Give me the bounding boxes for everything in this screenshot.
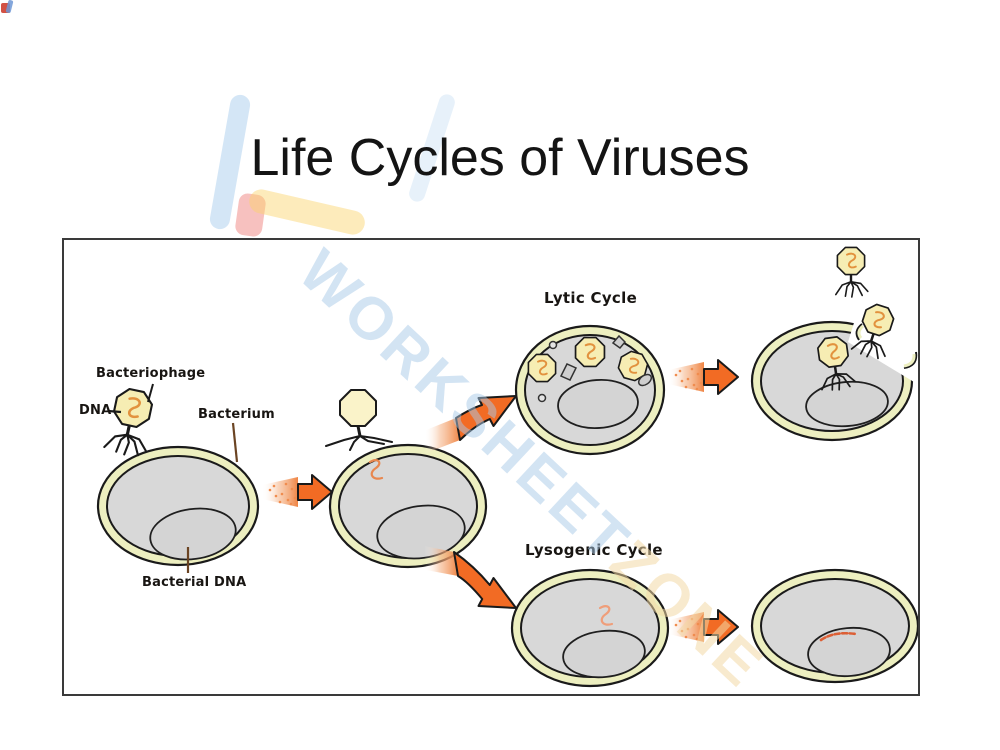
logo-yellow-stroke xyxy=(246,187,368,237)
cell-injection-stage xyxy=(325,389,488,569)
bacterial-dna xyxy=(149,507,237,561)
arrow-to-prophage xyxy=(667,609,739,645)
new-phage-head-icon xyxy=(527,353,557,383)
logo-red-stroke xyxy=(234,192,267,238)
bacterial-dna xyxy=(805,380,889,428)
injected-viral-dna xyxy=(368,459,384,480)
bacterial-dna xyxy=(562,629,646,679)
dna-pointer-line xyxy=(107,409,122,414)
virus-life-cycle-diagram xyxy=(96,240,918,688)
bacterium-label: Bacterium xyxy=(198,407,275,422)
bacteriophage-pointer-line xyxy=(147,383,154,403)
arrow-to-lysis xyxy=(667,359,739,395)
page-title: Life Cycles of Viruses xyxy=(250,129,750,187)
viral-dna-free xyxy=(598,605,614,626)
prophage-cell-stage xyxy=(750,568,918,684)
cell-attachment-stage xyxy=(96,386,260,567)
arrow-to-lysogenic xyxy=(424,546,517,609)
lysed-cell-release xyxy=(750,247,918,442)
bacteriophage-label: Bacteriophage xyxy=(96,366,206,381)
lytic-cycle-label: Lytic Cycle xyxy=(544,289,638,307)
injecting-phage-icon xyxy=(325,389,393,451)
lytic-cell-replication xyxy=(514,324,666,456)
free-phage-icon xyxy=(836,247,868,297)
diagram-frame xyxy=(62,238,920,696)
bacterium-pointer-line xyxy=(231,422,239,463)
corner-logo-mark xyxy=(1,3,10,13)
arrow-to-lytic xyxy=(424,395,517,454)
bacterial-dna-label: Bacterial DNA xyxy=(142,575,247,590)
bacterial-dna xyxy=(557,378,639,430)
integrated-prophage-segment xyxy=(819,631,858,642)
bacterial-dna xyxy=(376,504,466,560)
dna-label: DNA xyxy=(79,403,112,418)
corner-logo-mark-blue xyxy=(5,0,14,14)
arrow-to-injection xyxy=(261,474,333,510)
lysogenic-cycle-label: Lysogenic Cycle xyxy=(525,541,663,559)
bacterial-dna xyxy=(807,626,891,678)
lysogenic-cell-stage xyxy=(510,568,670,688)
new-phage-head-icon xyxy=(574,336,606,368)
